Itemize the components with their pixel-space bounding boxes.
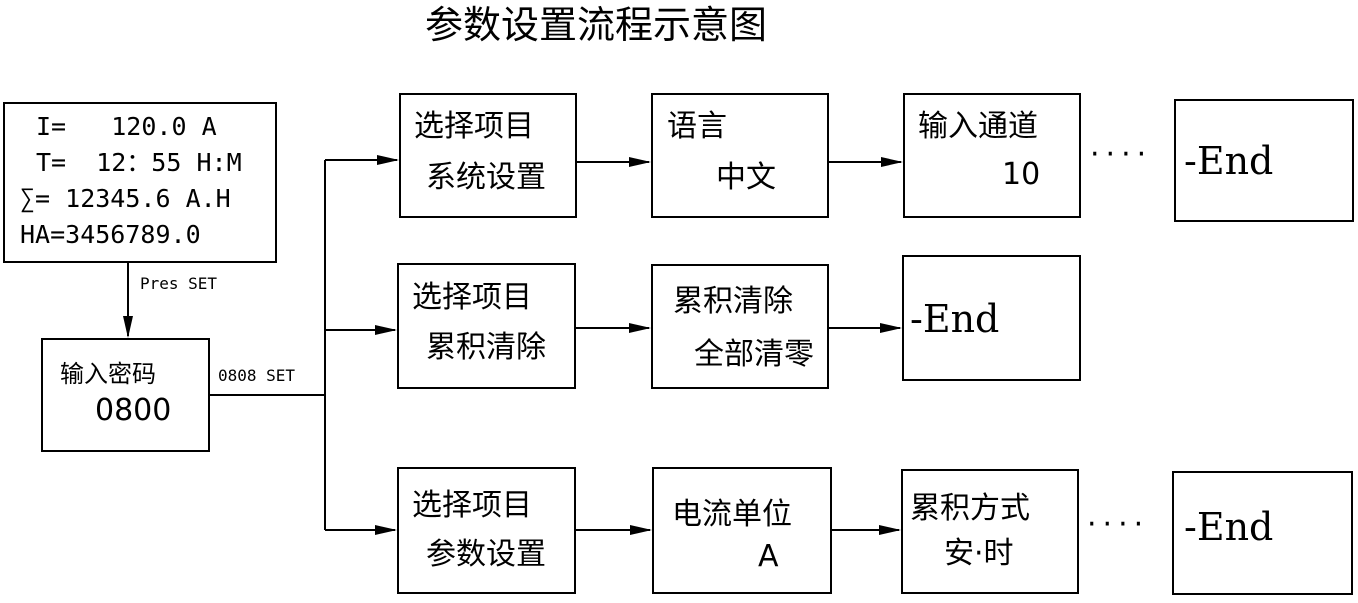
- row1-channel-box: [903, 93, 1081, 218]
- row1-channel-label: 输入通道: [918, 109, 1038, 144]
- row1-end-box: [1174, 99, 1354, 222]
- row2-select-line1: 选择项目: [412, 280, 532, 315]
- row1-end-label: -End: [1184, 139, 1274, 183]
- row2-end-box: [902, 255, 1081, 381]
- row3-mode-box: [901, 469, 1079, 594]
- display-line-ha: HA=3456789.0: [20, 220, 201, 249]
- row3-unit-box: [652, 467, 832, 594]
- row2-select-line2: 累积清除: [426, 330, 546, 365]
- password-value: 0800: [95, 393, 172, 428]
- row1-language-box: [651, 93, 829, 218]
- row1-select-box: [399, 93, 577, 218]
- row3-end-box: [1172, 471, 1353, 595]
- row1-ellipsis: ····: [1090, 137, 1153, 172]
- row2-clear-value: 全部清零: [694, 337, 814, 372]
- display-line-sum: ∑= 12345.6 A.H: [20, 184, 231, 213]
- row3-mode-label: 累积方式: [910, 491, 1030, 526]
- row1-language-value: 中文: [716, 160, 776, 195]
- label-pres-set: Pres SET: [140, 274, 218, 293]
- row1-select-line1: 选择项目: [414, 109, 534, 144]
- row3-select-line2: 参数设置: [426, 537, 546, 572]
- row1-select-line2: 系统设置: [426, 160, 546, 195]
- row1-language-label: 语言: [667, 109, 727, 144]
- diagram-title: 参数设置流程示意图: [425, 3, 768, 47]
- password-box: [41, 338, 210, 452]
- row2-select-box: [397, 263, 576, 389]
- password-label: 输入密码: [60, 360, 156, 388]
- row2-clear-box: [651, 264, 829, 389]
- row2-clear-label: 累积清除: [673, 284, 793, 319]
- display-line-time: T= 12：55 H:M: [36, 148, 242, 177]
- label-code-set: 0808 SET: [218, 366, 296, 385]
- row3-ellipsis: ····: [1087, 507, 1150, 542]
- row3-unit-value: A: [758, 539, 779, 574]
- row3-end-label: -End: [1184, 505, 1274, 549]
- row1-channel-value: 10: [1002, 157, 1041, 192]
- row2-end-label: -End: [910, 297, 1000, 341]
- display-line-current: I= 120.0 A: [36, 112, 217, 141]
- row3-select-box: [397, 467, 576, 594]
- row3-unit-label: 电流单位: [672, 497, 792, 532]
- row3-select-line1: 选择项目: [412, 488, 532, 523]
- row3-mode-value: 安·时: [944, 536, 1014, 571]
- display-box: [3, 102, 277, 263]
